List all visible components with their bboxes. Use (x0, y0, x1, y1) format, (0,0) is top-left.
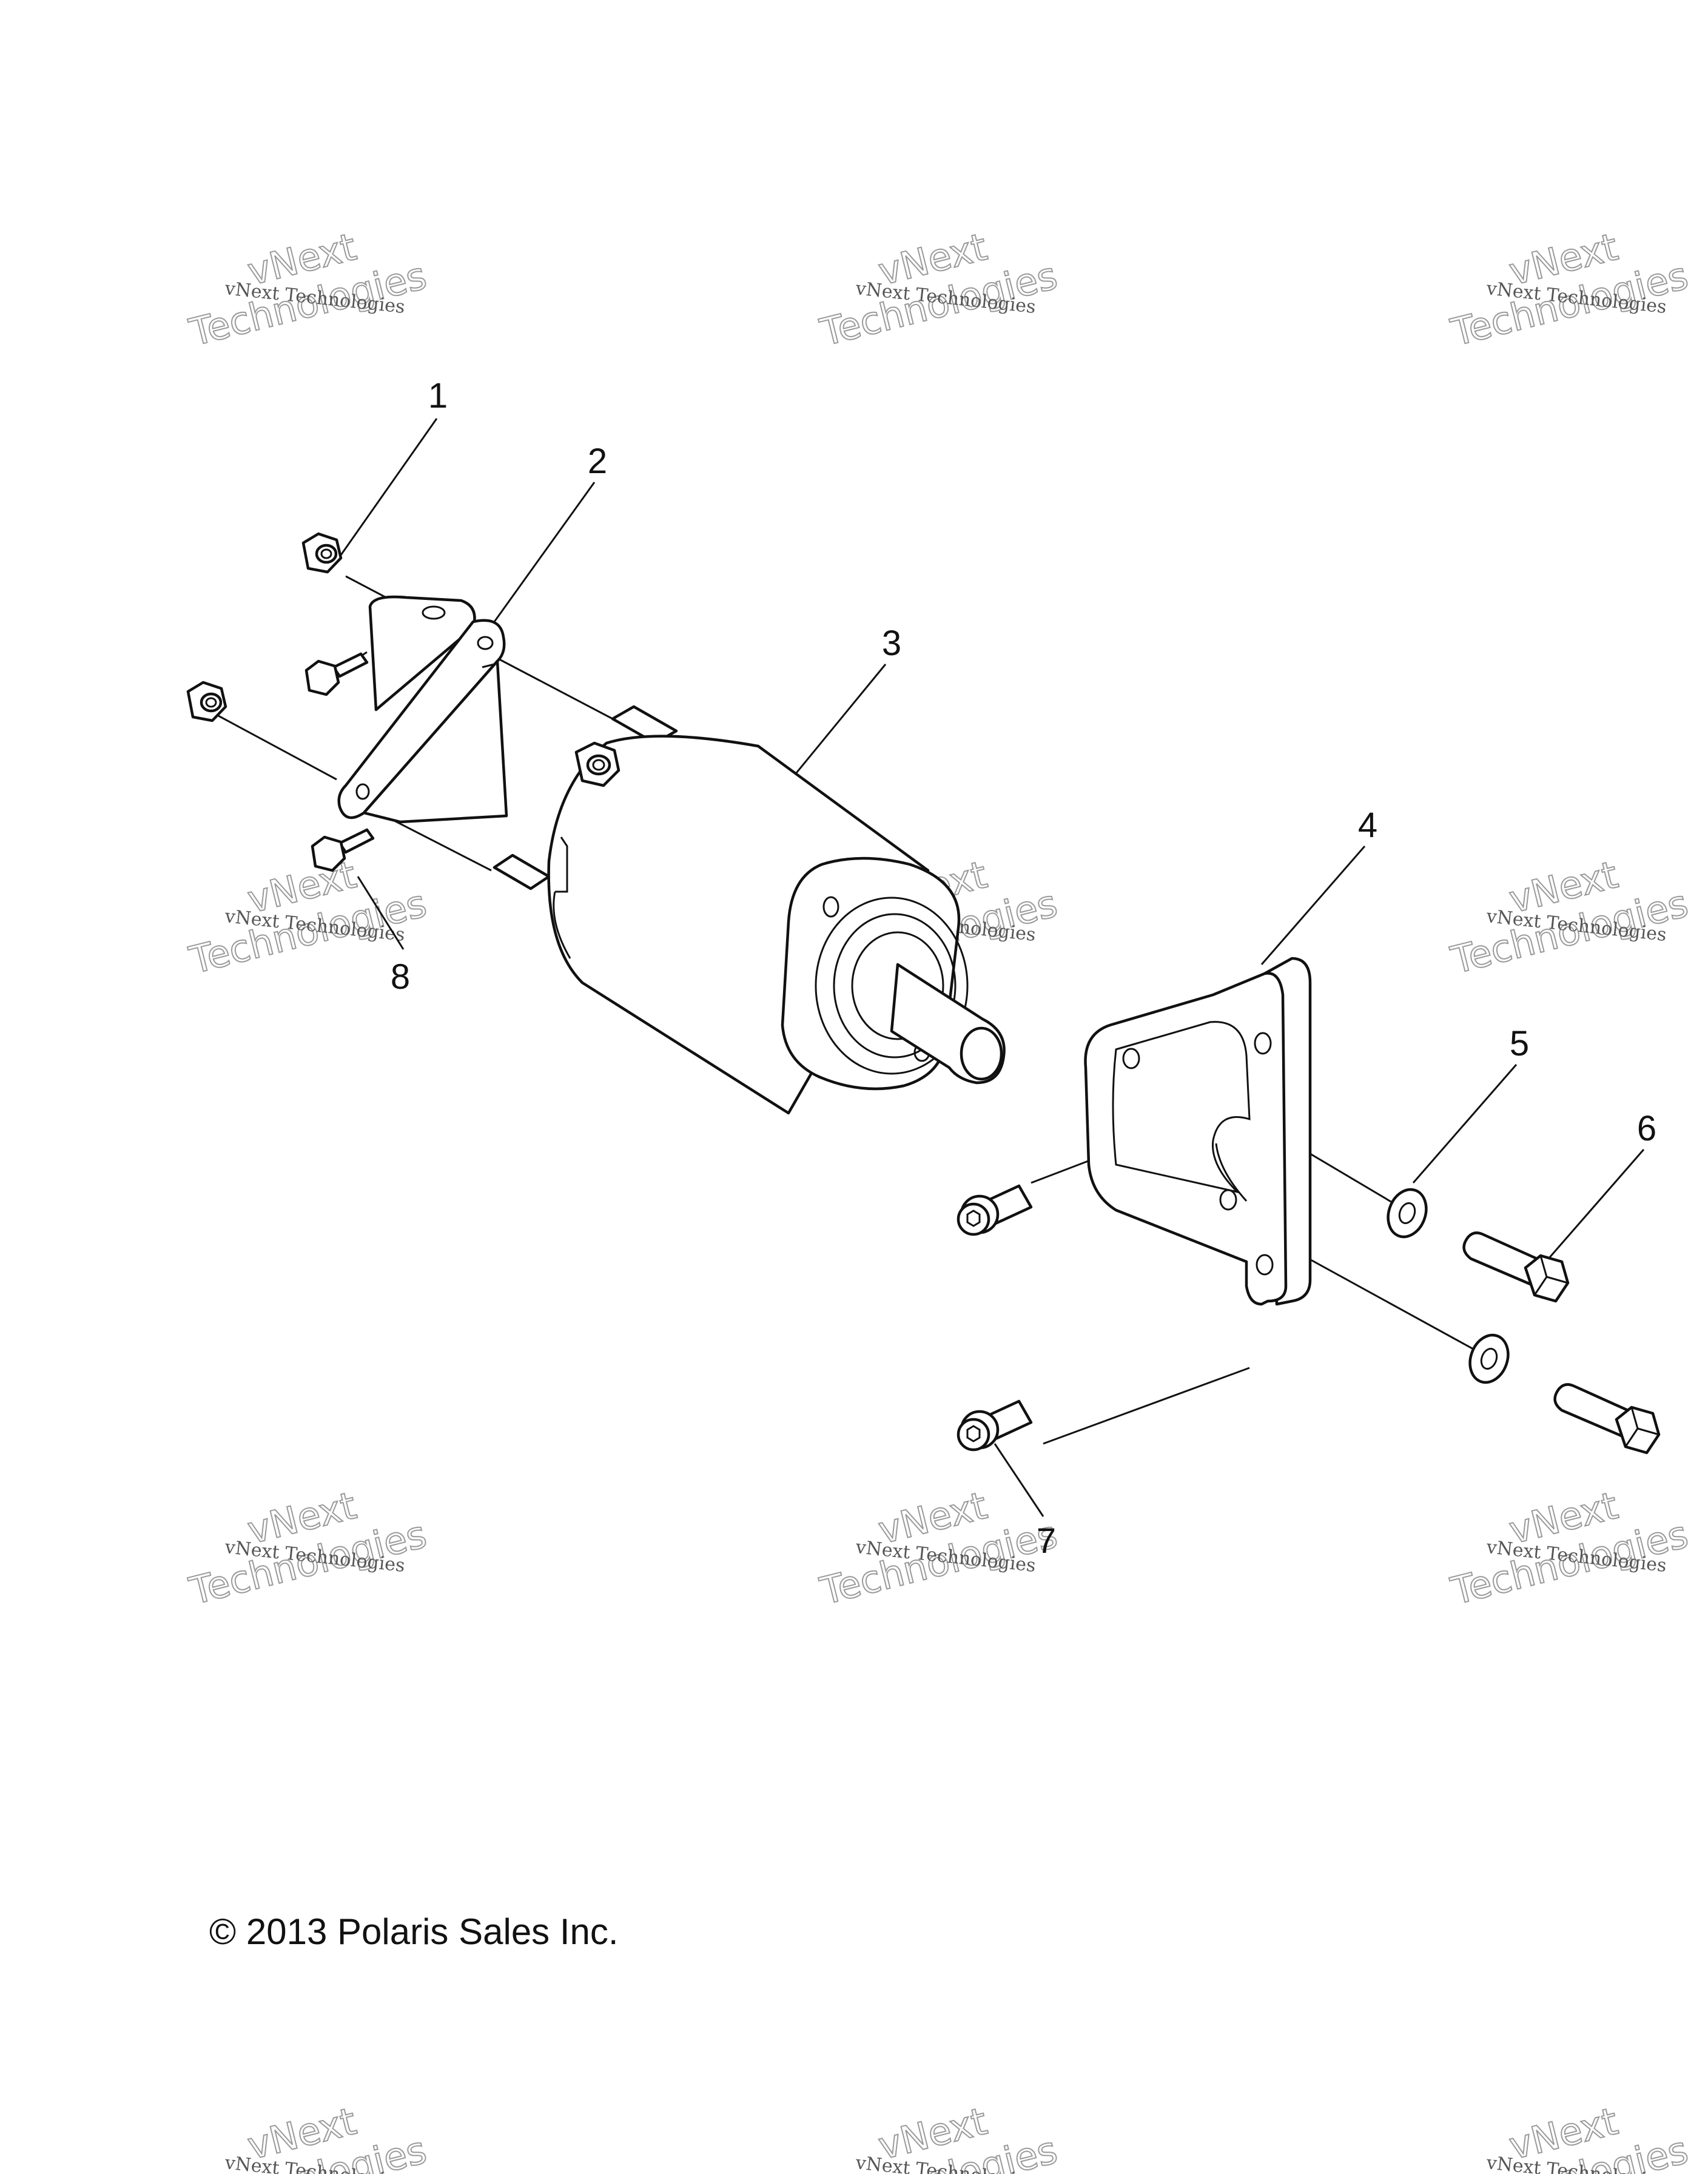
callout-8: 8 (391, 957, 410, 997)
callout-4: 4 (1358, 806, 1377, 845)
socket-screw-lower-icon (957, 1399, 1033, 1452)
callout-labels: 1 2 3 4 5 6 7 8 (391, 376, 1656, 1561)
bolt-8-icon (311, 828, 375, 872)
callout-5: 5 (1510, 1024, 1529, 1063)
callout-6: 6 (1637, 1109, 1656, 1148)
washer-upper-icon (1387, 1188, 1428, 1239)
starter-motor-icon (493, 705, 1006, 1115)
mounting-plate-icon (1084, 957, 1312, 1306)
triangular-bracket-icon (337, 595, 508, 824)
washer-lower-icon (1468, 1333, 1510, 1384)
socket-screw-upper-icon (957, 1184, 1033, 1236)
callout-2: 2 (588, 442, 607, 481)
callout-7: 7 (1037, 1521, 1056, 1561)
flange-nut-left-icon (186, 681, 227, 722)
callout-1: 1 (428, 376, 448, 416)
small-bolt-icon (304, 652, 369, 696)
copyright-notice: © 2013 Polaris Sales Inc. (209, 1911, 619, 1952)
hex-bolt-upper-icon (1462, 1231, 1570, 1303)
leader-lines (335, 418, 1645, 1517)
flange-nut-icon (301, 532, 343, 574)
callout-3: 3 (882, 624, 901, 663)
hex-bolt-lower-icon (1553, 1383, 1661, 1455)
